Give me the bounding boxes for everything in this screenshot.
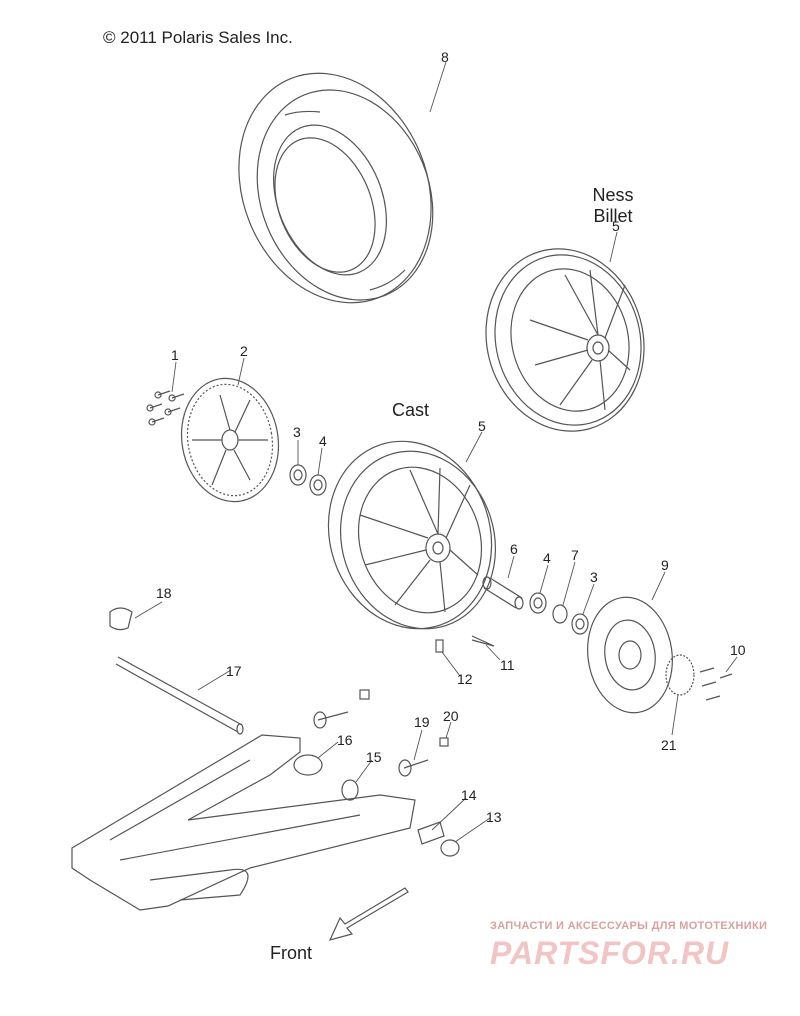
front-label: Front: [270, 943, 313, 963]
tire: [238, 72, 434, 304]
pivot-bolt: [313, 711, 349, 729]
front-arrow: [328, 887, 409, 941]
callout-3b: 3: [590, 569, 598, 585]
snap-ring: [552, 604, 568, 624]
ness-billet-label: Ness Billet: [592, 185, 634, 226]
sprocket-bolts: [146, 390, 185, 426]
callout-4: 4: [319, 433, 327, 449]
rear-axle: [115, 656, 244, 735]
callout-12: 12: [457, 671, 473, 687]
ness-billet-wheel: [485, 248, 645, 432]
cast-wheel: [327, 440, 497, 630]
swingarm: [71, 734, 416, 911]
watermark-logo: PARTSFOR.RU: [490, 935, 730, 971]
callout-2: 2: [240, 343, 248, 359]
pivot-sleeve: [341, 779, 359, 801]
callout-9: 9: [661, 557, 669, 573]
abs-tone-ring: [665, 654, 695, 696]
copyright-notice: © 2011 Polaris Sales Inc.: [103, 28, 293, 47]
seal-right: [571, 613, 589, 635]
callout-17: 17: [226, 663, 242, 679]
nut-20: [439, 737, 449, 747]
callout-numbers: 1 2 3 4 5 5 6 4 7 3 8 9 10 11 12 13 14 1…: [156, 49, 746, 825]
callout-14: 14: [461, 787, 477, 803]
callout-18: 18: [156, 585, 172, 601]
brake-disc: [587, 596, 673, 714]
axle-nut: [435, 639, 444, 653]
callout-11: 11: [500, 657, 515, 673]
callout-3: 3: [293, 424, 301, 440]
bearing-right: [529, 592, 547, 614]
nut-upper: [359, 689, 370, 700]
callout-5b: 5: [478, 418, 486, 434]
callout-1: 1: [171, 347, 179, 363]
callout-16: 16: [337, 732, 353, 748]
rear-sprocket: [180, 377, 280, 503]
disc-bolts: [699, 667, 733, 701]
callout-6: 6: [510, 541, 518, 557]
callout-7: 7: [571, 547, 579, 563]
callout-10: 10: [730, 642, 746, 658]
seal-left: [289, 464, 307, 486]
leader-lines: [134, 61, 738, 843]
axle-spacer: [482, 576, 524, 610]
callout-4b: 4: [543, 550, 551, 566]
callout-19: 19: [414, 714, 430, 730]
end-cap: [440, 839, 460, 857]
callout-15: 15: [366, 749, 382, 765]
swingarm-bolt: [398, 759, 429, 777]
chain-slider: [417, 821, 445, 845]
pivot-bushing: [293, 754, 323, 776]
callout-5: 5: [612, 218, 620, 234]
cotter-pin: [471, 635, 495, 647]
bearing-left: [309, 474, 327, 496]
callout-21: 21: [661, 737, 677, 753]
callout-13: 13: [486, 809, 502, 825]
callout-8: 8: [441, 49, 449, 65]
axle-adjuster: [109, 607, 133, 631]
cast-label: Cast: [392, 400, 430, 420]
callout-20: 20: [443, 708, 459, 724]
watermark-tagline: ЗАПЧАСТИ И АКСЕССУАРЫ ДЛЯ МОТОТЕХНИКИ: [490, 920, 768, 932]
